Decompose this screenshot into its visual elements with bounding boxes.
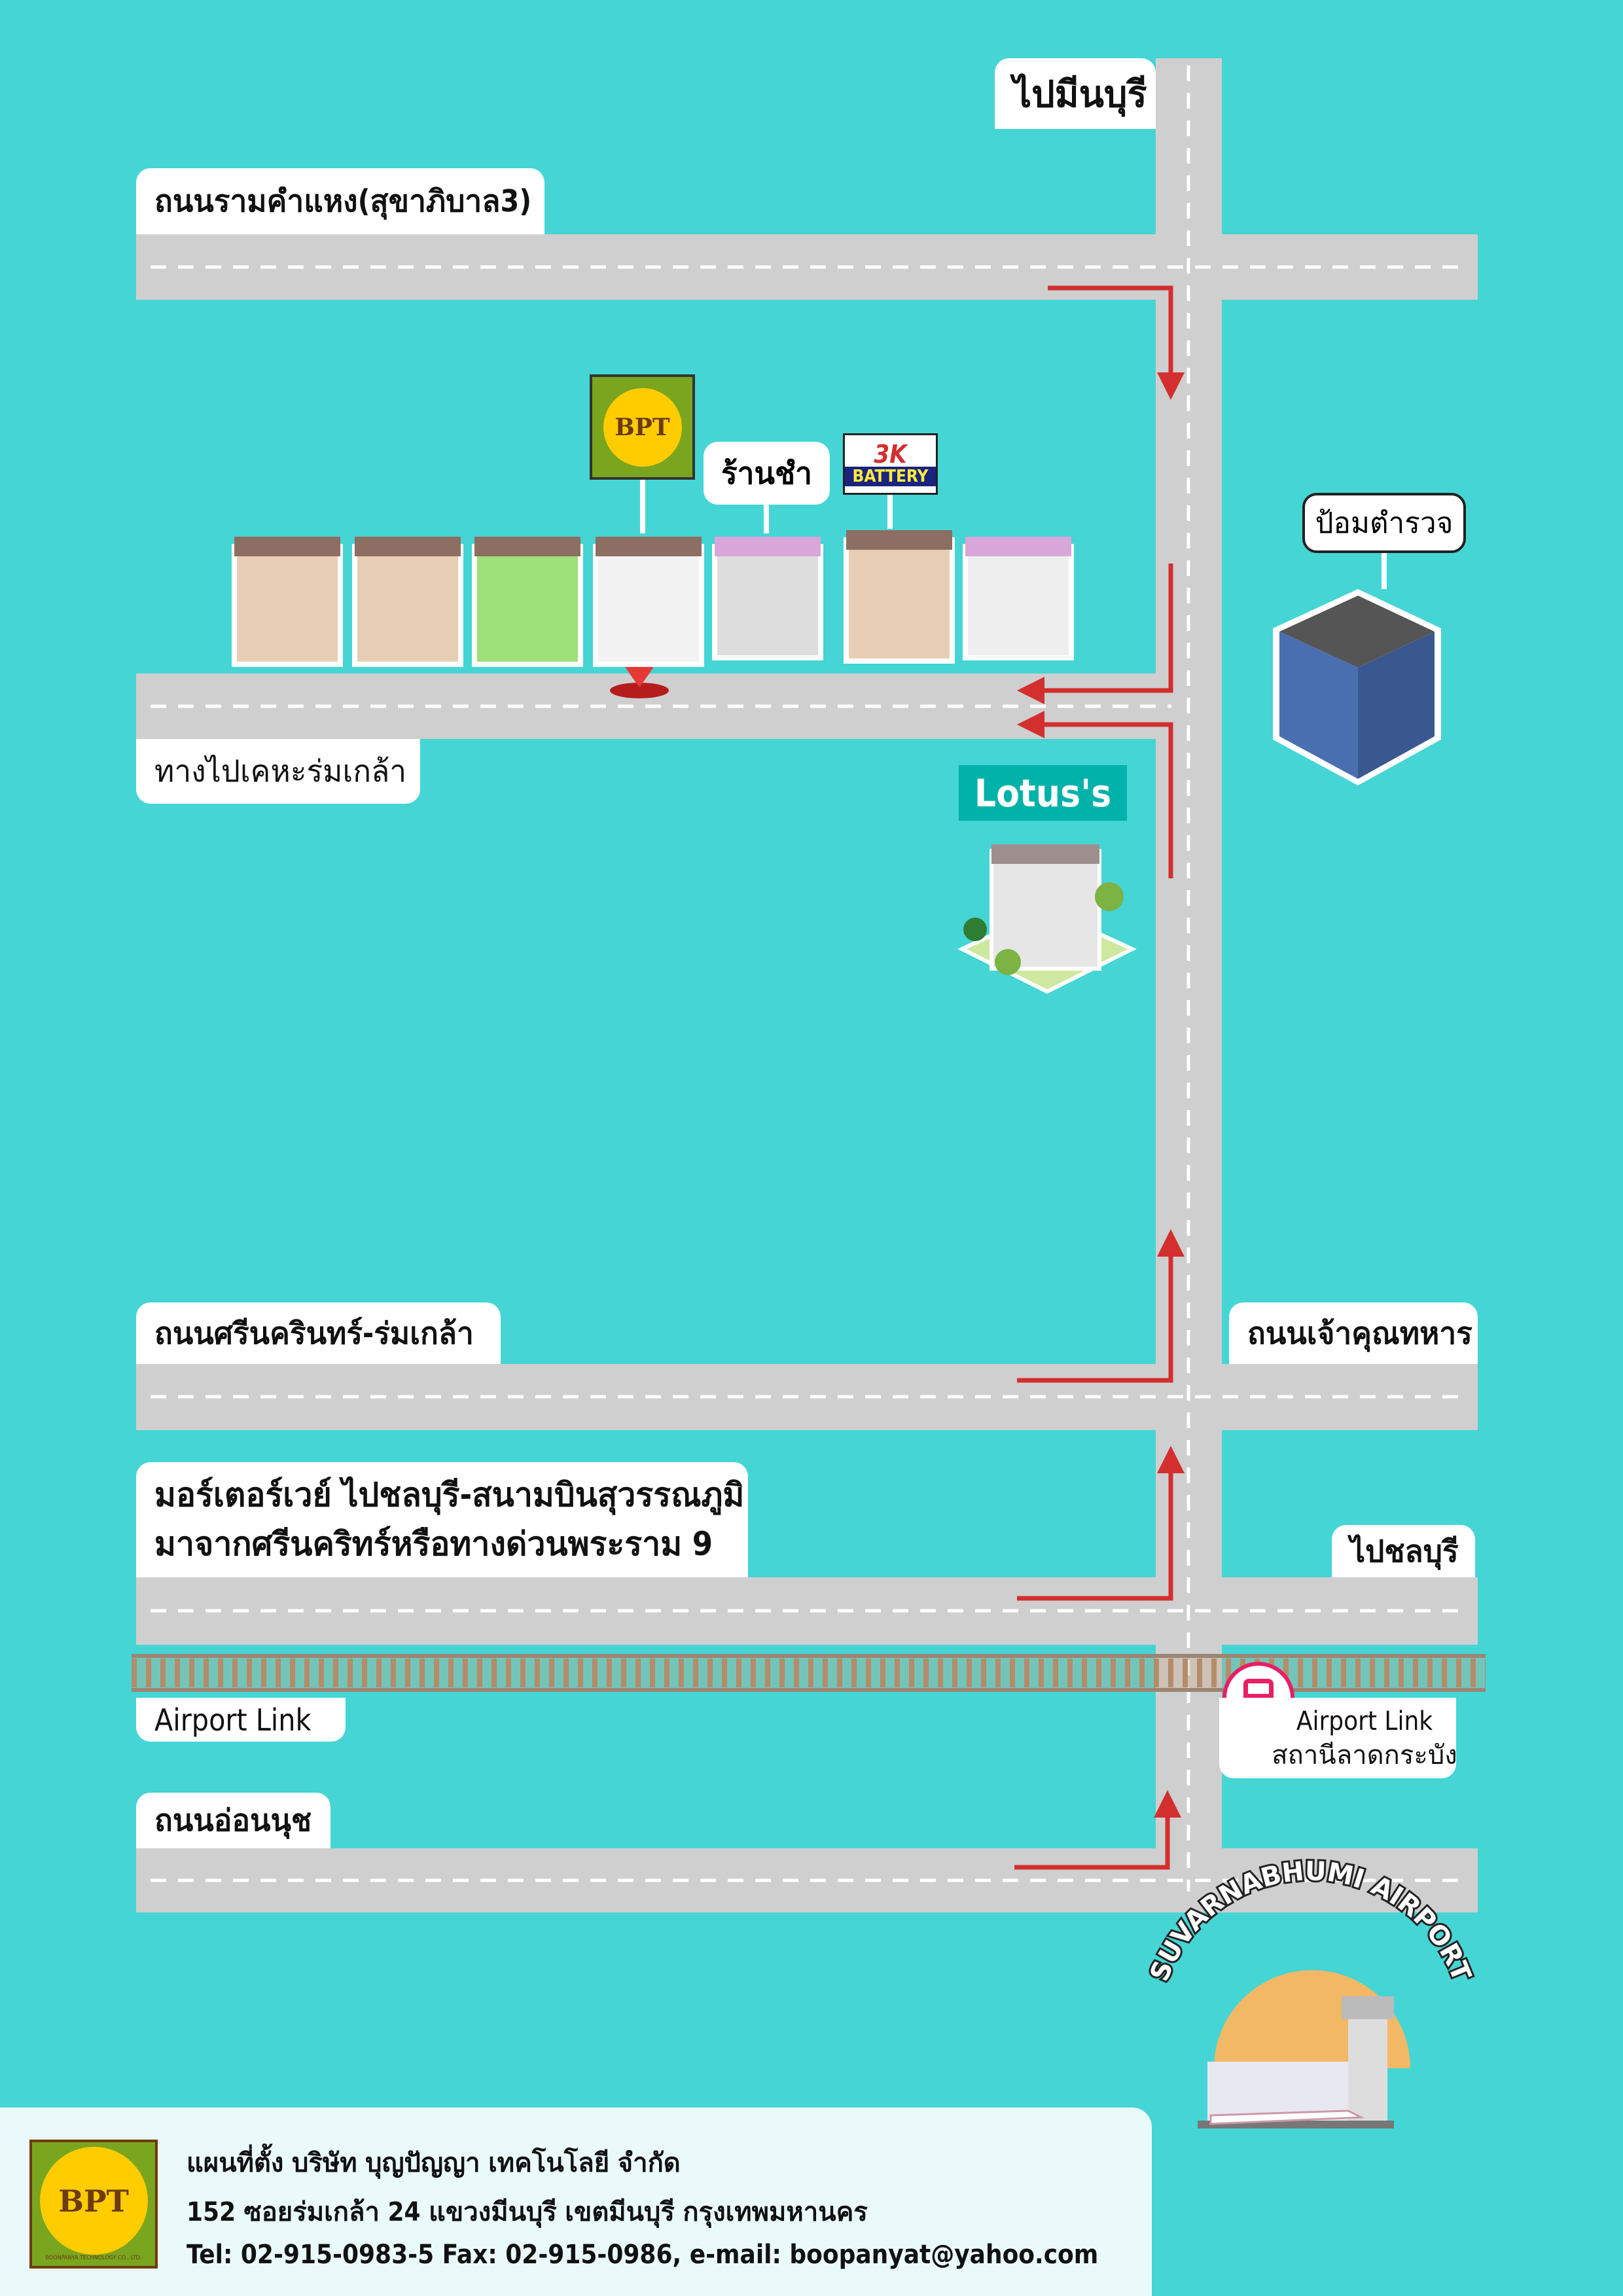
road-ramkhamhaeng bbox=[136, 234, 1478, 300]
grocery-sign: ร้านชำ bbox=[704, 442, 830, 505]
police-sign: ป้อมตำรวจ bbox=[1302, 493, 1466, 553]
footer-address: 152 ซอยร่มเกล้า 24 แขวงมีนบุรี เขตมีนบุร… bbox=[187, 2197, 868, 2227]
lotus-sign: Lotus's bbox=[959, 765, 1127, 821]
battery-sign: 3K BATTERY bbox=[843, 433, 938, 495]
label-airport-link: Airport Link bbox=[136, 1698, 346, 1742]
lotus-store bbox=[957, 844, 1137, 994]
footer-logo-text: BPT bbox=[39, 2147, 148, 2255]
label-station-line2: สถานีลาดกระบัง bbox=[1272, 1740, 1457, 1770]
footer-panel: BPT BOONPANYA TECHNOLOGY CO., LTD. แผนที… bbox=[0, 2108, 1152, 2296]
label-road-srinakarin: ถนนศรีนครินทร์-ร่มเกล้า bbox=[136, 1302, 501, 1364]
label-road-ramkhamhaeng: ถนนรามคำแหง(สุขาภิบาล3) bbox=[136, 168, 544, 234]
bpt-sign: BPT bbox=[590, 374, 695, 480]
bpt-logo: BPT bbox=[603, 387, 682, 467]
label-to-minburi: ไปมีนบุรี bbox=[995, 58, 1156, 129]
footer-bpt-logo: BPT BOONPANYA TECHNOLOGY CO., LTD. bbox=[29, 2140, 158, 2269]
route-arrows bbox=[1014, 285, 1185, 1870]
airport-logo bbox=[1198, 1970, 1410, 2128]
battery-text: BATTERY bbox=[845, 467, 936, 486]
label-motorway-line2: มาจากศรีนคริทร์หรือทางด่วนพระราม 9 bbox=[154, 1525, 713, 1563]
footer-contact: Tel: 02-915-0983-5 Fax: 02-915-0986, e-m… bbox=[187, 2240, 1099, 2270]
label-to-chonburi: ไปชลบุรี bbox=[1332, 1525, 1475, 1577]
label-road-chaokhun: ถนนเจ้าคุณทหาร bbox=[1229, 1302, 1478, 1364]
footer-company: แผนที่ตั้ง บริษัท บุญปัญญา เทคโนโลยี จำก… bbox=[187, 2148, 681, 2178]
label-station-line1: Airport Link bbox=[1296, 1706, 1433, 1736]
roads bbox=[136, 58, 1478, 1912]
lane-markings bbox=[151, 65, 1466, 1892]
label-motorway-line1: มอร์เตอร์เวย์ ไปชลบุรี-สนามบินสุวรรณภูมิ bbox=[154, 1476, 745, 1514]
battery-logo: 3K bbox=[874, 440, 907, 469]
police-box bbox=[1273, 589, 1441, 785]
label-road-onnut: ถนนอ่อนนุช bbox=[136, 1793, 330, 1848]
buildings-row bbox=[232, 530, 1074, 667]
road-srinakarin bbox=[136, 1364, 1478, 1430]
label-road-kheha: ทางไปเคหะร่มเกล้า bbox=[136, 739, 420, 804]
road-motorway bbox=[136, 1577, 1478, 1645]
footer-logo-sub: BOONPANYA TECHNOLOGY CO., LTD. bbox=[45, 2255, 142, 2261]
